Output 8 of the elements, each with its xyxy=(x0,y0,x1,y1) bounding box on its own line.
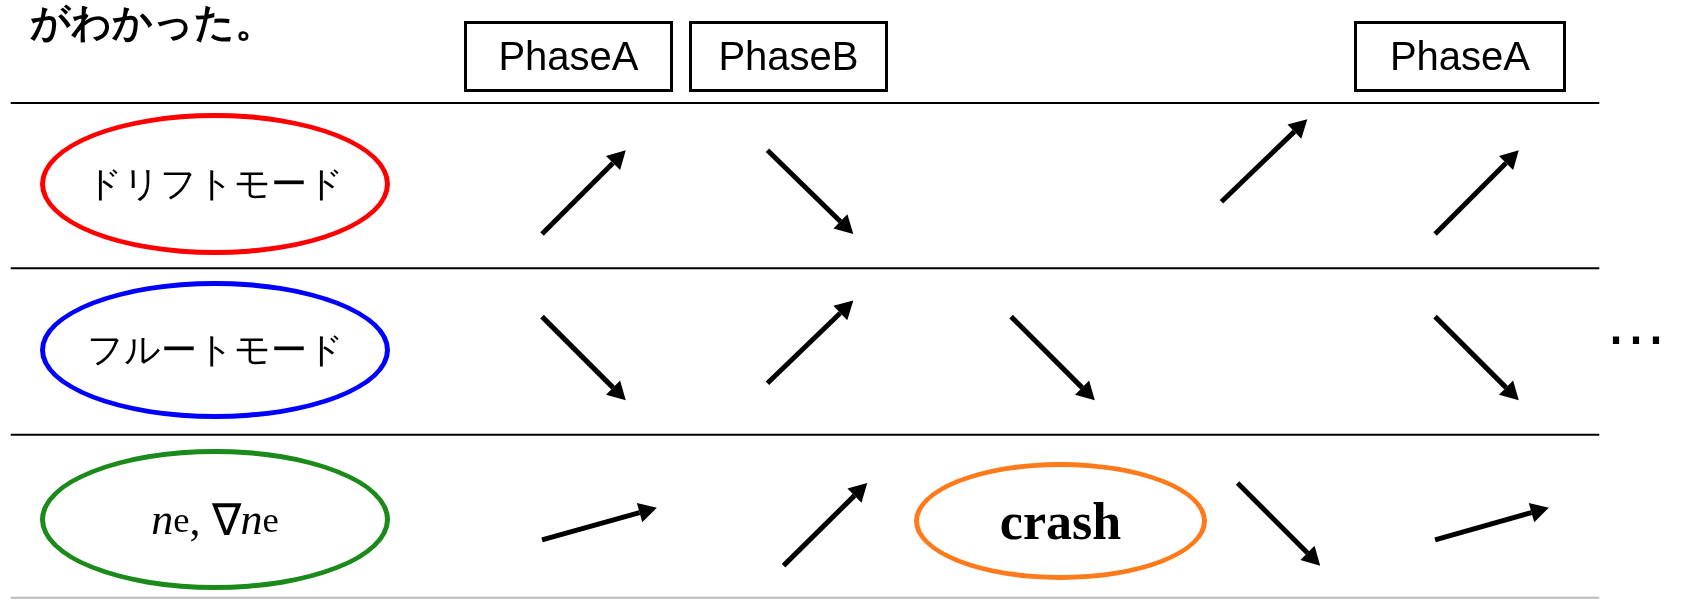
note-text: がわかった。 xyxy=(30,0,275,44)
crash-ellipse: crash xyxy=(914,462,1207,580)
mode-ellipse: ドリフトモード xyxy=(40,113,390,255)
ellipsis: ⋯ xyxy=(1606,305,1666,371)
mode-ellipse: フルートモード xyxy=(40,281,390,419)
phase-box: PhaseA xyxy=(464,21,673,92)
phase-box: PhaseA xyxy=(1354,21,1566,92)
phase-box: PhaseB xyxy=(689,21,888,92)
